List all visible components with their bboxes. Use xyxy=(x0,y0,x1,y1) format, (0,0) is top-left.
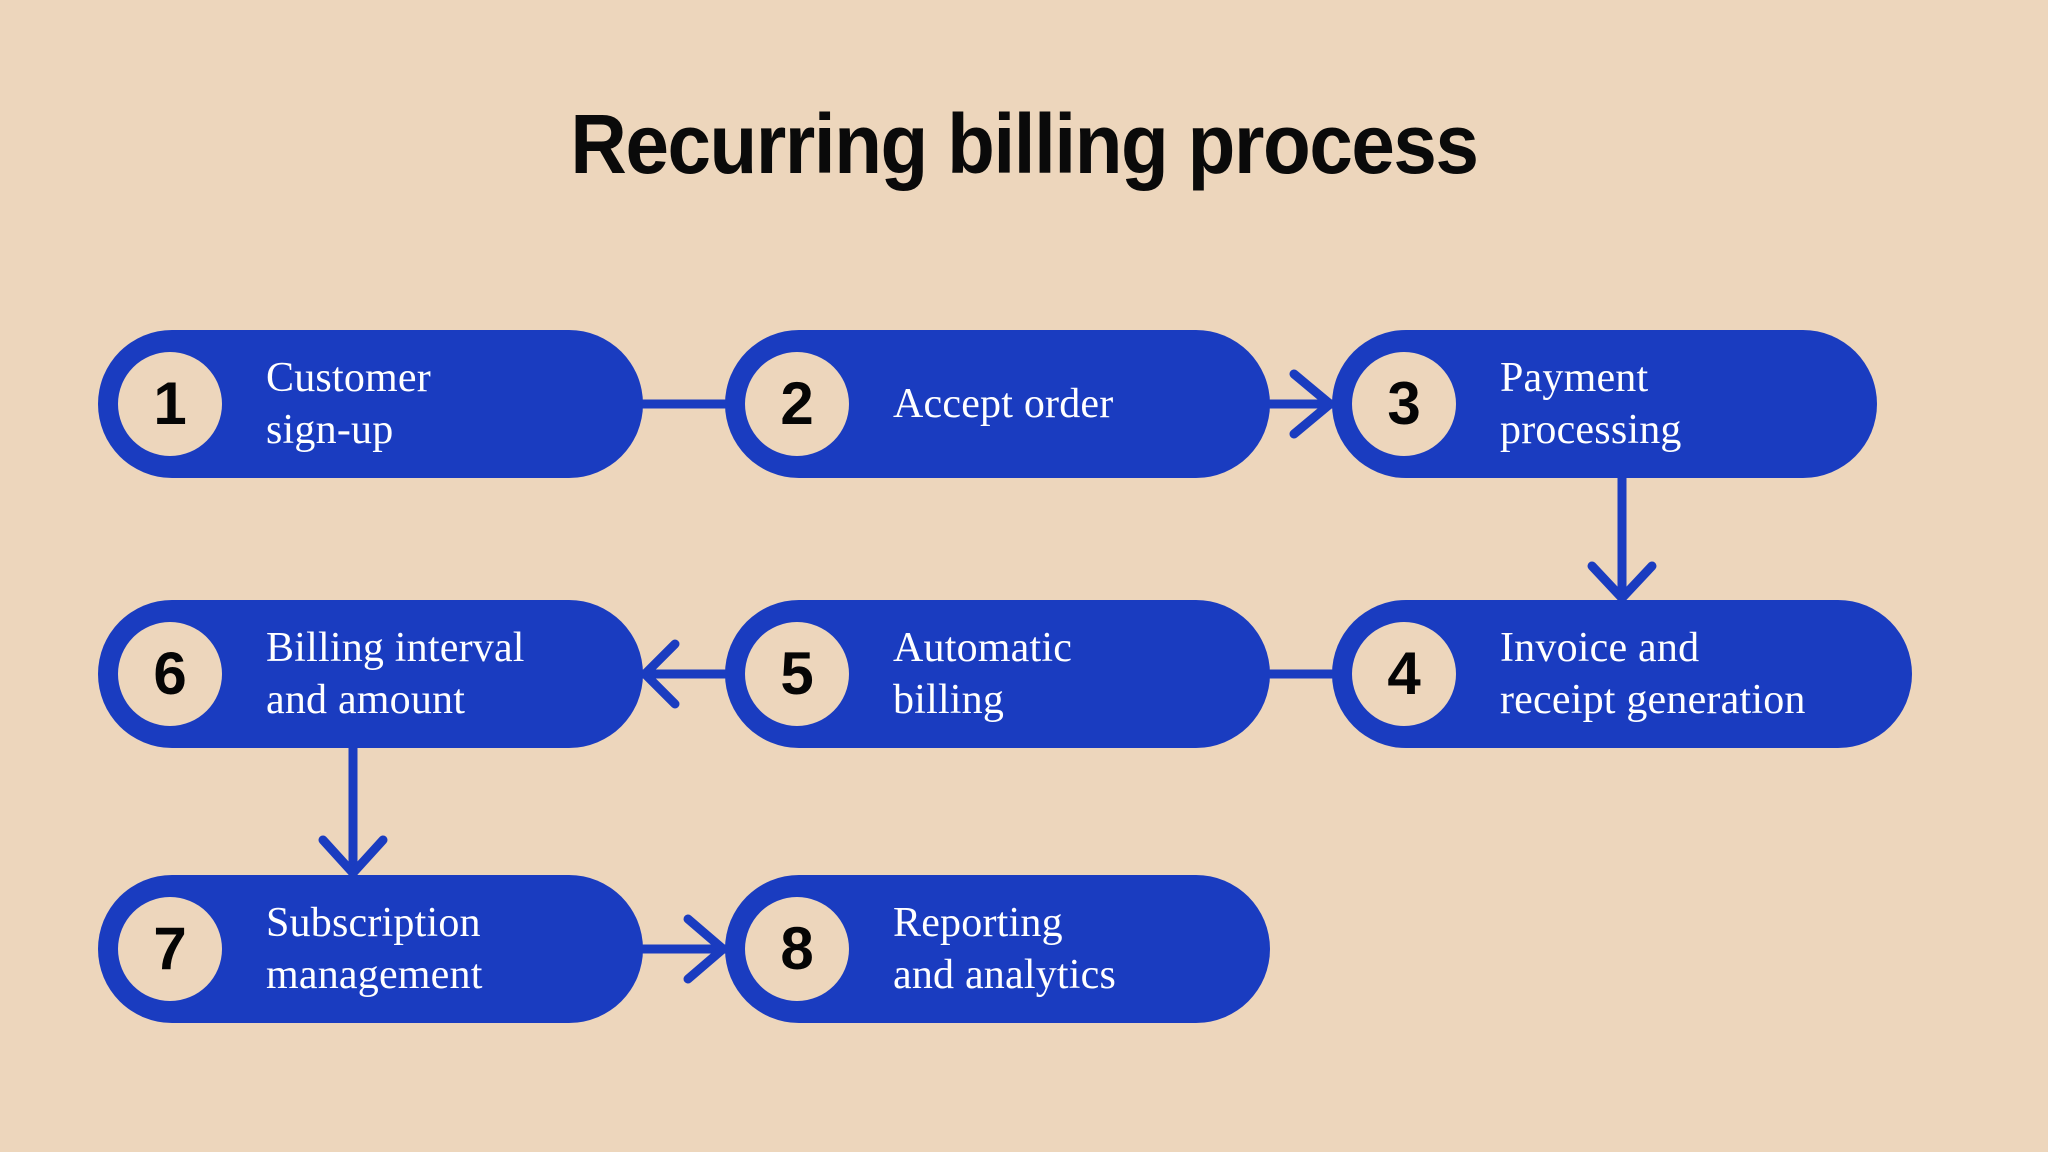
page-title: Recurring billing process xyxy=(570,97,1479,191)
node-label: Reporting and analytics xyxy=(893,900,1117,998)
flow-node-7[interactable]: 7 Subscription management xyxy=(98,875,643,1023)
flow-node-2[interactable]: 2 Accept order xyxy=(725,330,1270,478)
node-label: Customer sign-up xyxy=(266,355,431,453)
node-label: Automatic billing xyxy=(893,625,1073,723)
flow-node-8[interactable]: 8 Reporting and analytics xyxy=(725,875,1270,1023)
node-label: Billing interval and amount xyxy=(266,625,525,723)
node-number-badge: 4 xyxy=(1352,622,1456,726)
node-number-badge: 5 xyxy=(745,622,849,726)
node-number-badge: 2 xyxy=(745,352,849,456)
connector-2-to-3 xyxy=(1265,369,1337,439)
flow-node-1[interactable]: 1 Customer sign-up xyxy=(98,330,643,478)
node-number-badge: 1 xyxy=(118,352,222,456)
node-number-badge: 8 xyxy=(745,897,849,1001)
node-label: Payment processing xyxy=(1500,355,1682,453)
flow-node-3[interactable]: 3 Payment processing xyxy=(1332,330,1877,478)
node-label: Subscription management xyxy=(266,900,483,998)
connector-3-to-4 xyxy=(1587,473,1657,605)
flow-node-6[interactable]: 6 Billing interval and amount xyxy=(98,600,643,748)
connector-5-to-6 xyxy=(638,639,730,709)
node-number-badge: 6 xyxy=(118,622,222,726)
flow-node-5[interactable]: 5 Automatic billing xyxy=(725,600,1270,748)
node-number-badge: 7 xyxy=(118,897,222,1001)
node-label: Accept order xyxy=(893,381,1114,427)
node-label: Invoice and receipt generation xyxy=(1500,625,1806,723)
flow-node-4[interactable]: 4 Invoice and receipt generation xyxy=(1332,600,1912,748)
connector-7-to-8 xyxy=(638,914,730,984)
connector-6-to-7 xyxy=(318,743,388,880)
node-number-badge: 3 xyxy=(1352,352,1456,456)
